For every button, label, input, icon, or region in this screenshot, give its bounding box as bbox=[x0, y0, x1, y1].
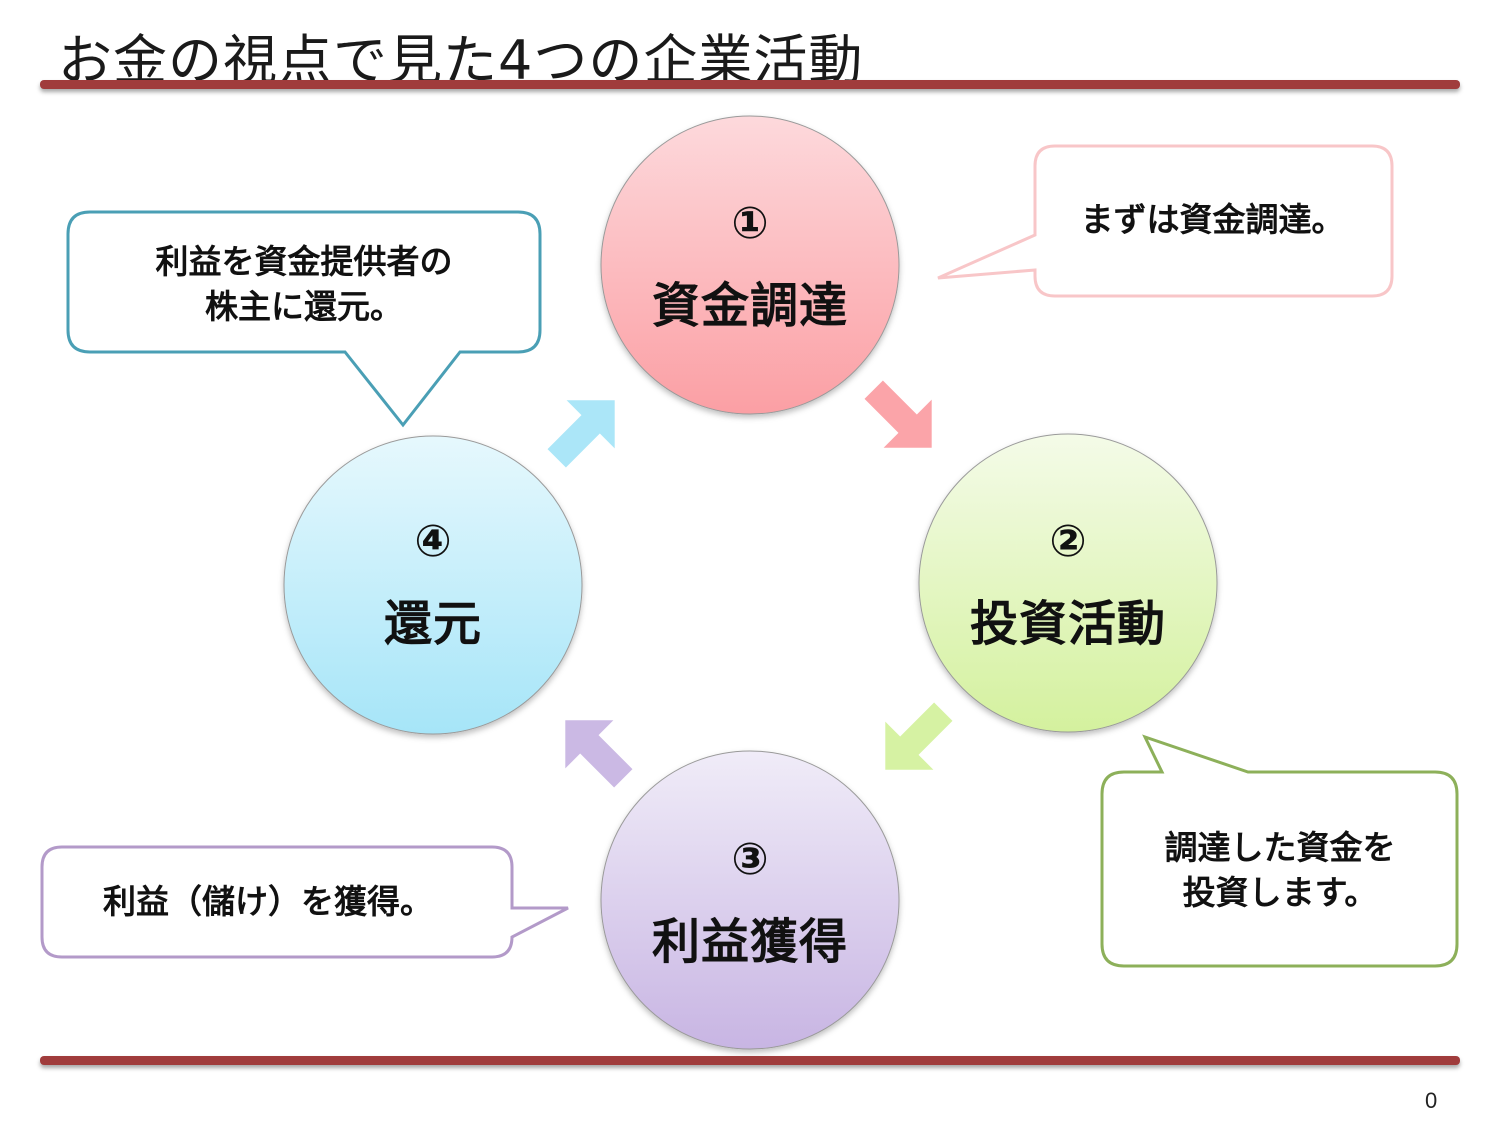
arrow-1-to-2 bbox=[864, 380, 932, 448]
step-4-circle bbox=[283, 435, 583, 735]
step-3-name: 利益獲得 bbox=[651, 914, 848, 970]
callout-4-text: 利益を資金提供者の 株主に還元。 bbox=[70, 240, 538, 330]
step-4-number: ④ bbox=[414, 516, 452, 567]
callout-2-text: 調達した資金を 投資します。 bbox=[1105, 826, 1455, 916]
callout-2-outline bbox=[1100, 734, 1459, 968]
step-1-label: ① 資金調達 bbox=[600, 198, 900, 334]
callout-3-text: 利益（儲け）を獲得。 bbox=[48, 880, 488, 925]
step-1-number: ① bbox=[731, 198, 769, 249]
callout-2-line-2: 投資します。 bbox=[1182, 872, 1378, 912]
step-1-name: 資金調達 bbox=[651, 278, 848, 334]
callout-1-text: まずは資金調達。 bbox=[1040, 198, 1385, 243]
callout-4-line-1: 利益を資金提供者の bbox=[155, 242, 453, 281]
page-number: 0 bbox=[1425, 1088, 1438, 1113]
callout-2-line-1: 調達した資金を bbox=[1164, 828, 1396, 867]
arrow-3-to-4 bbox=[565, 720, 633, 788]
step-2-name: 投資活動 bbox=[969, 596, 1166, 652]
callout-3-bubble bbox=[40, 845, 569, 959]
step-2-number: ② bbox=[1049, 516, 1087, 567]
step-2-label: ② 投資活動 bbox=[918, 516, 1218, 652]
footer-divider bbox=[40, 1056, 1460, 1065]
callout-4-line-2: 株主に還元。 bbox=[205, 286, 403, 326]
callout-1-bubble bbox=[937, 144, 1394, 298]
arrow-4-to-1 bbox=[547, 400, 615, 468]
callout-4-bubble bbox=[66, 210, 542, 428]
callout-1-line-1: まずは資金調達。 bbox=[1080, 200, 1345, 239]
step-4-name: 還元 bbox=[383, 596, 482, 652]
step-3-label: ③ 利益獲得 bbox=[600, 834, 900, 970]
step-3-circle bbox=[600, 750, 900, 1050]
arrow-2-to-3 bbox=[885, 702, 953, 770]
callout-3-line-1: 利益（儲け）を獲得。 bbox=[103, 882, 433, 921]
step-4-label: ④ 還元 bbox=[283, 516, 583, 652]
step-2-circle bbox=[918, 433, 1218, 733]
step-3-number: ③ bbox=[731, 834, 769, 885]
title-divider bbox=[40, 80, 1460, 89]
step-1-circle bbox=[600, 115, 900, 415]
